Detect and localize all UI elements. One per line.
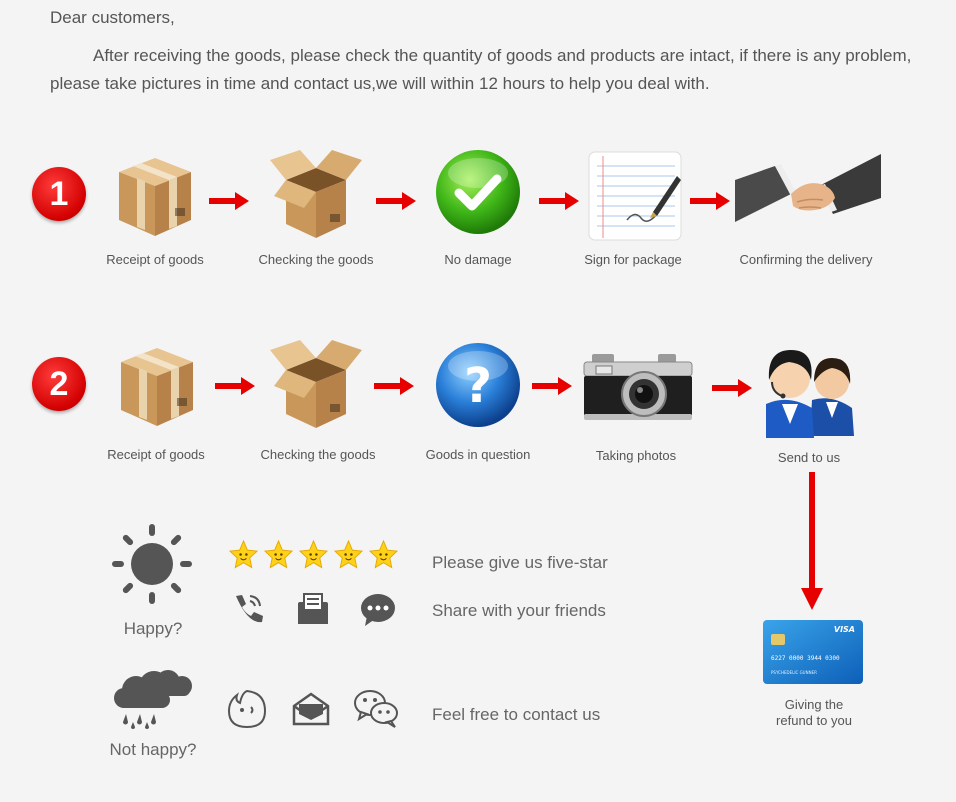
red-arrow-icon <box>690 192 730 210</box>
star-icon <box>299 540 328 569</box>
handshake-icon <box>735 152 881 228</box>
closed-box-icon <box>117 340 197 428</box>
step-label: Receipt of goods <box>107 447 205 462</box>
star-icon <box>334 540 363 569</box>
card-number: 6227 0000 3944 0300 <box>771 655 840 662</box>
svg-text:?: ? <box>464 358 492 414</box>
star-icon <box>369 540 398 569</box>
greeting: Dear customers, <box>50 8 175 27</box>
step-label: Checking the goods <box>258 252 374 267</box>
step-label: Send to us <box>777 450 841 465</box>
five-star-rating <box>229 540 398 569</box>
red-down-arrow-icon <box>801 472 823 610</box>
green-check-icon <box>433 147 523 237</box>
card-brand: VISA <box>834 625 855 634</box>
red-arrow-icon <box>539 192 579 210</box>
step-label: Checking the goods <box>260 447 376 462</box>
star-icon <box>264 540 293 569</box>
step-label: Goods in question <box>425 447 531 462</box>
step-number-1: 1 <box>32 167 86 221</box>
qq-chat-icon[interactable] <box>226 688 268 730</box>
share-text: Share with your friends <box>432 601 606 620</box>
message-icon[interactable] <box>296 592 330 626</box>
rain-cloud-icon <box>112 664 196 730</box>
refund-label-line1: Giving the <box>784 697 844 712</box>
step-label: Confirming the delivery <box>739 252 873 267</box>
intro-text: After receiving the goods, please check … <box>50 46 912 93</box>
step-label: Taking photos <box>595 448 677 463</box>
open-box-icon <box>268 336 364 430</box>
notepad-pen-icon <box>587 148 683 242</box>
closed-box-icon <box>115 150 195 238</box>
open-box-icon <box>268 146 364 240</box>
card-holder: PSYCHEDELIC GUNNER <box>771 670 817 675</box>
customer-service-icon <box>764 338 856 438</box>
step-number-2: 2 <box>32 357 86 411</box>
step-label: Receipt of goods <box>106 252 204 267</box>
not-happy-label: Not happy? <box>109 740 197 759</box>
contact-text: Feel free to contact us <box>432 705 601 724</box>
red-arrow-icon <box>215 377 255 395</box>
red-arrow-icon <box>209 192 249 210</box>
envelope-icon[interactable] <box>292 692 330 726</box>
star-icon <box>229 540 258 569</box>
wechat-icon[interactable] <box>353 688 399 728</box>
refund-label-line2: refund to you <box>776 713 852 728</box>
camera-icon <box>582 352 694 422</box>
red-arrow-icon <box>374 377 414 395</box>
phone-icon[interactable] <box>230 592 264 626</box>
red-arrow-icon <box>376 192 416 210</box>
visa-card-icon: VISA 6227 0000 3944 0300 PSYCHEDELIC GUN… <box>763 620 863 684</box>
five-star-text: Please give us five-star <box>432 553 608 572</box>
happy-label: Happy? <box>123 619 183 638</box>
red-arrow-icon <box>712 379 752 397</box>
refund-label: Giving the refund to you <box>754 697 874 729</box>
sun-icon <box>110 522 194 606</box>
step-label: No damage <box>444 252 512 267</box>
step-label: Sign for package <box>584 252 682 267</box>
red-arrow-icon <box>532 377 572 395</box>
chat-bubble-icon[interactable] <box>359 592 397 628</box>
question-globe-icon: ? <box>433 340 523 430</box>
